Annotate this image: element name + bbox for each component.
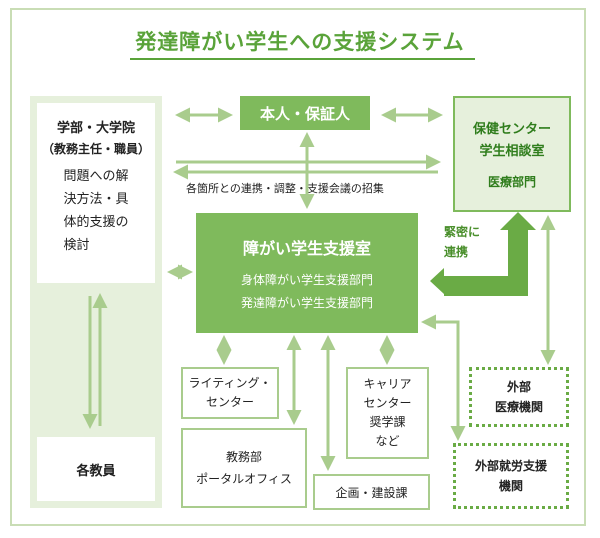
arrow-office-external-employment (421, 314, 466, 441)
writing-center-box: ライティング・ センター (181, 367, 279, 419)
faculty-body-line: 体的支援の (63, 215, 129, 230)
support-office-dept2: 発達障がい学生支援部門 (240, 296, 373, 310)
external-medical-line: 外部 (506, 380, 531, 394)
faculty-body-line: 決方法・具 (63, 192, 129, 207)
academic-affairs-line: ポータルオフィス (196, 472, 292, 486)
close-link-line: 緊密に (444, 225, 481, 239)
career-line: キャリア (363, 377, 412, 391)
external-employment-box: 外部就労支援 機関 (453, 443, 569, 509)
support-office-dept1: 身体障がい学生支援部門 (240, 273, 373, 287)
faculty-heading: 学部・大学院 (56, 121, 135, 136)
close-link-label: 緊密に 連携 (444, 222, 480, 262)
teachers-label: 各教員 (76, 463, 116, 479)
career-line: センター (363, 396, 412, 410)
writing-center-line: センター (205, 395, 254, 409)
academic-affairs-box: 教務部 ポータルオフィス (181, 428, 307, 508)
career-line: など (375, 434, 400, 448)
support-office-title: 障がい学生支援室 (242, 239, 371, 258)
career-center-box: キャリア センター 奨学課 など (346, 367, 429, 459)
diagram-frame (10, 8, 586, 526)
coordination-note: 各箇所との連携・調整・支援会議の招集 (186, 182, 384, 195)
external-medical-box: 外部 医療機関 (469, 367, 569, 427)
health-center-line1: 保健センター (472, 122, 551, 137)
health-center-panel: 保健センター 学生相談室 医療部門 (453, 96, 571, 212)
writing-center-line: ライティング・ (188, 376, 272, 390)
teachers-box: 各教員 (37, 437, 155, 501)
medical-division-label: 医療部門 (487, 175, 536, 189)
faculty-subheading: （教務主任・職員） (41, 142, 150, 156)
support-office-box: 障がい学生支援室 身体障がい学生支援部門 発達障がい学生支援部門 (196, 213, 418, 333)
health-center-line2: 学生相談室 (479, 144, 545, 159)
planning-label: 企画・建設課 (335, 485, 408, 500)
planning-box: 企画・建設課 (313, 474, 430, 510)
student-guardian-box: 本人・保証人 (240, 96, 370, 130)
close-link-arrow (430, 212, 536, 296)
close-link-line: 連携 (444, 245, 469, 259)
external-medical-line: 医療機関 (494, 400, 543, 414)
faculty-box: 学部・大学院 （教務主任・職員） 問題への解 決方法・具 体的支援の 検討 (37, 103, 155, 283)
external-employment-line: 機関 (498, 479, 523, 493)
faculty-body: 問題への解 決方法・具 体的支援の 検討 (63, 165, 128, 257)
career-line: 奨学課 (369, 415, 406, 429)
diagram-title: 発達障がい学生への支援システム (135, 30, 465, 54)
title-underline (130, 58, 475, 60)
faculty-body-line: 問題への解 (63, 169, 129, 184)
external-employment-line: 外部就労支援 (474, 459, 547, 473)
student-guardian-label: 本人・保証人 (259, 104, 350, 123)
academic-affairs-line: 教務部 (225, 450, 262, 464)
faculty-body-line: 検討 (63, 238, 90, 253)
